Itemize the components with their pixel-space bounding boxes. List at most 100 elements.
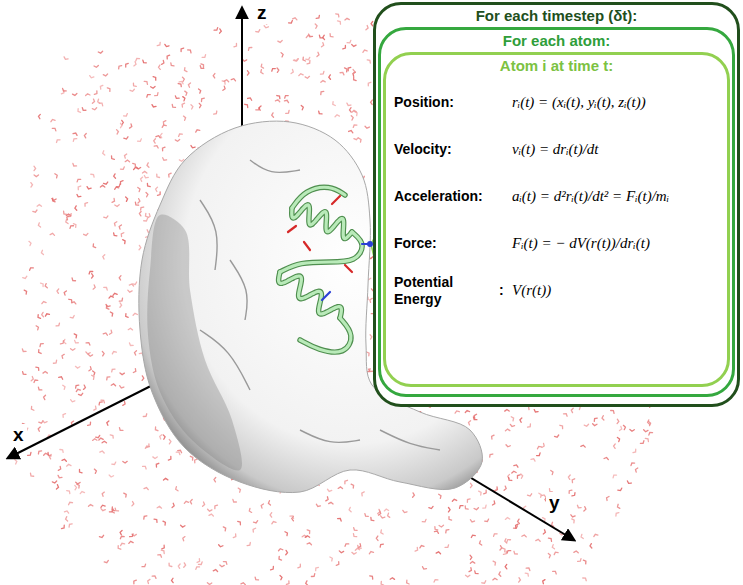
water-molecule: [85, 93, 90, 95]
water-molecule: [92, 375, 95, 380]
water-molecule: [429, 506, 434, 509]
water-molecule: [604, 457, 609, 460]
water-molecule: [109, 296, 114, 298]
water-molecule: [191, 104, 193, 109]
water-molecule: [635, 467, 638, 472]
water-molecule: [176, 451, 181, 455]
water-molecule: [140, 177, 142, 182]
water-molecule: [138, 199, 140, 204]
water-molecule: [151, 105, 156, 108]
equation: Fᵢ(t) = − dV(r(t))/drᵢ(t): [512, 234, 719, 253]
water-molecule: [112, 351, 117, 354]
water-molecule: [24, 289, 27, 294]
water-molecule: [352, 77, 356, 82]
water-molecule: [155, 187, 157, 192]
water-molecule: [185, 91, 188, 96]
water-molecule: [264, 26, 269, 29]
water-molecule: [34, 175, 38, 177]
water-molecule: [126, 197, 128, 202]
water-molecule: [156, 174, 160, 178]
water-molecule: [37, 350, 41, 355]
water-molecule: [77, 109, 81, 114]
water-molecule: [132, 83, 136, 87]
water-molecule: [143, 515, 147, 519]
water-molecule: [256, 30, 261, 33]
water-molecule: [120, 303, 122, 307]
water-molecule: [445, 545, 449, 549]
water-molecule: [102, 492, 105, 497]
water-molecule: [117, 546, 121, 551]
water-molecule: [505, 564, 507, 568]
water-molecule: [434, 530, 439, 533]
water-molecule: [104, 286, 108, 290]
water-molecule: [209, 514, 214, 516]
equation: rᵢ(t) = (xᵢ(t), yᵢ(t), zᵢ(t)): [512, 93, 719, 112]
water-molecule: [156, 135, 161, 138]
water-molecule: [402, 510, 407, 513]
water-molecule: [543, 530, 546, 535]
water-molecule: [259, 106, 261, 111]
water-molecule: [144, 487, 149, 490]
equation: aᵢ(t) = d²rᵢ(t)/dt² = Fᵢ(t)/mᵢ: [512, 187, 719, 206]
water-molecule: [72, 163, 77, 167]
water-molecule: [223, 560, 227, 564]
water-molecule: [143, 465, 148, 469]
water-molecule: [537, 453, 541, 457]
water-molecule: [36, 325, 39, 330]
water-molecule: [271, 67, 276, 71]
water-molecule: [70, 400, 75, 403]
water-molecule: [479, 490, 482, 495]
water-molecule: [117, 65, 121, 69]
water-molecule: [506, 549, 511, 553]
water-molecule: [336, 562, 340, 567]
water-molecule: [175, 140, 180, 142]
water-molecule: [113, 233, 117, 237]
water-molecule: [142, 60, 146, 64]
water-molecule: [120, 535, 125, 539]
water-molecule: [50, 233, 55, 235]
water-molecule: [260, 64, 263, 69]
water-molecule: [281, 52, 284, 57]
water-molecule: [142, 376, 144, 380]
water-molecule: [52, 127, 57, 131]
water-molecule: [139, 206, 143, 210]
water-molecule: [617, 437, 620, 442]
water-molecule: [61, 354, 64, 359]
water-molecule: [349, 108, 351, 112]
water-molecule: [387, 513, 390, 518]
water-molecule: [158, 65, 160, 70]
water-molecule: [43, 453, 48, 455]
water-molecule: [512, 471, 517, 473]
water-molecule: [104, 182, 109, 185]
water-molecule: [168, 456, 172, 461]
water-molecule: [271, 566, 275, 570]
water-molecule: [37, 315, 41, 320]
water-molecule: [39, 342, 43, 346]
water-molecule: [291, 69, 294, 74]
loop-box: Atom i at time t:Position:rᵢ(t) = (xᵢ(t)…: [383, 52, 730, 387]
ribbon-outline: [300, 318, 351, 352]
water-molecule: [320, 90, 324, 94]
water-molecule: [175, 96, 180, 100]
water-molecule: [188, 83, 191, 88]
water-molecule: [92, 244, 96, 249]
water-molecule: [56, 139, 60, 143]
water-molecule: [207, 583, 212, 585]
water-molecule: [231, 78, 236, 81]
water-molecule: [179, 160, 184, 162]
water-molecule: [202, 55, 206, 59]
water-molecule: [119, 386, 124, 389]
water-molecule: [234, 43, 238, 48]
water-molecule: [190, 146, 195, 149]
water-molecule: [353, 528, 357, 532]
equation: V(r(t)): [512, 281, 719, 300]
water-molecule: [41, 301, 46, 304]
protein-shadow: [147, 215, 242, 471]
water-molecule: [101, 399, 105, 403]
water-molecule: [86, 342, 91, 346]
water-molecule: [66, 215, 69, 220]
crevice-line: [380, 430, 440, 450]
water-molecule: [92, 108, 97, 110]
water-molecule: [68, 523, 72, 527]
water-molecule: [78, 393, 83, 396]
